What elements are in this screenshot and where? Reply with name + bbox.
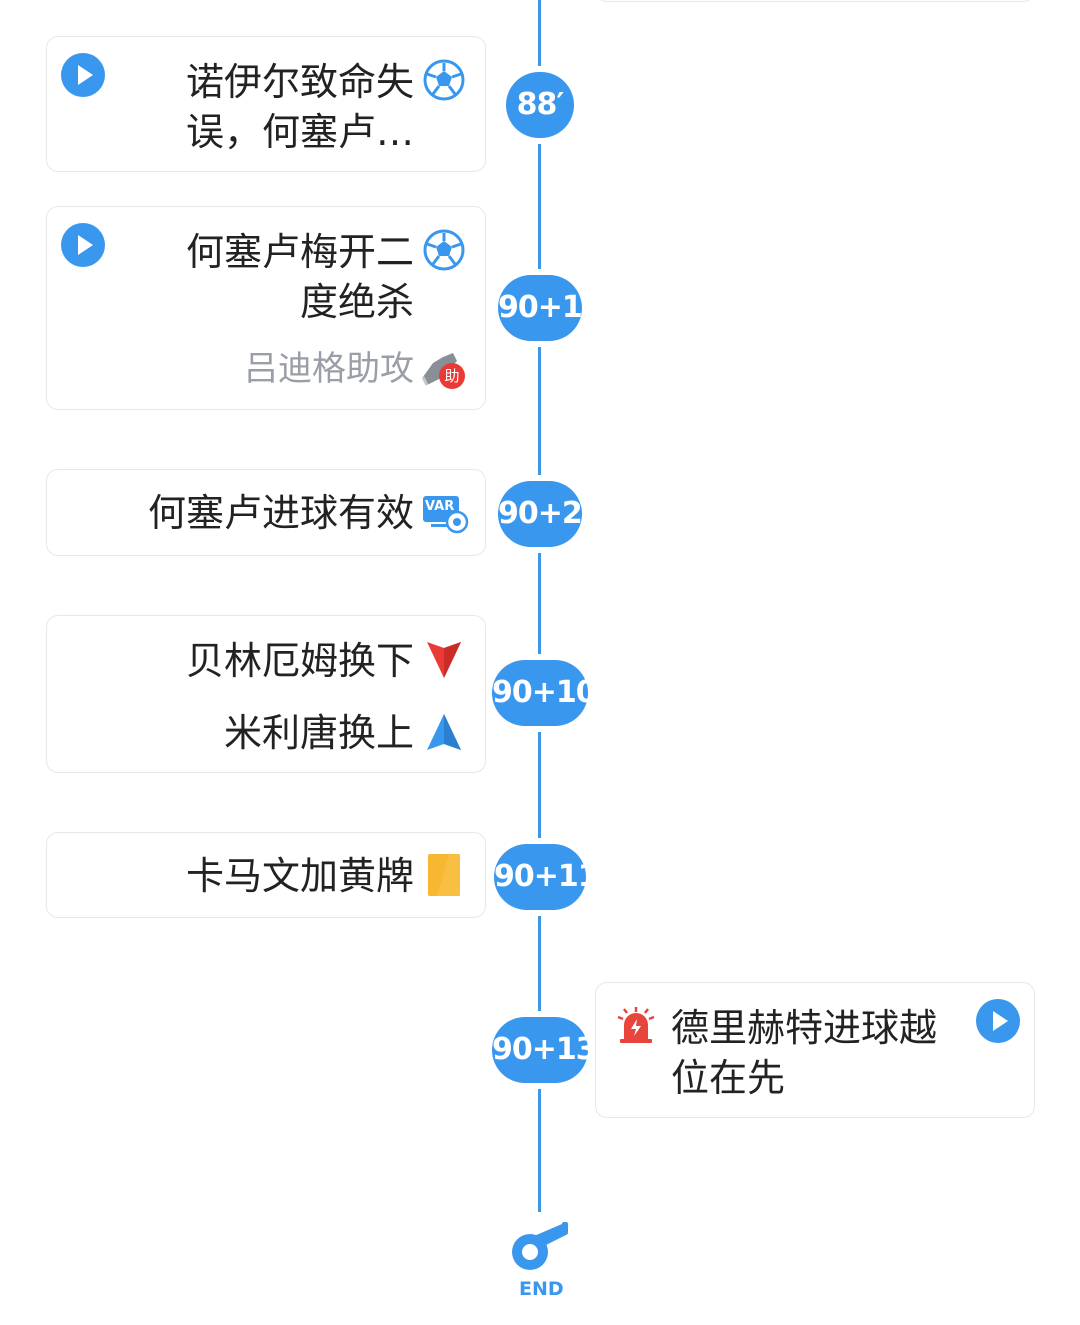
minute-badge: 88′	[506, 72, 574, 138]
var-label: VAR	[425, 499, 455, 514]
event-text: 诺伊尔致命失误，何塞卢…	[185, 60, 414, 154]
boot-icon: 助	[419, 347, 469, 391]
event-card-88[interactable]: 诺伊尔致命失误，何塞卢…	[46, 36, 486, 172]
play-video-button[interactable]	[976, 999, 1020, 1043]
sub-out-text: 贝林厄姆换下	[185, 639, 414, 683]
event-text: 何塞卢梅开二度绝杀	[185, 230, 414, 324]
event-text: 何塞卢进球有效	[147, 491, 414, 535]
event-card-90-1[interactable]: 何塞卢梅开二度绝杀 吕迪格助攻 助	[46, 206, 486, 410]
var-goal-icon: VAR	[421, 494, 469, 534]
event-card-90-11[interactable]: 卡马文加黄牌	[46, 832, 486, 918]
play-video-button[interactable]	[61, 223, 105, 267]
event-card-90-13[interactable]: 德里赫特进球越位在先	[595, 982, 1035, 1118]
timeline-line	[538, 0, 541, 1212]
event-text: 德里赫特进球越位在先	[671, 1006, 938, 1100]
event-text: 卡马文加黄牌	[185, 854, 414, 898]
football-icon	[423, 229, 465, 271]
event-card-90-10[interactable]: 贝林厄姆换下 米利唐换上	[46, 615, 486, 773]
previous-event-card	[595, 0, 1035, 2]
sub-out-arrow-icon	[427, 642, 461, 678]
play-video-button[interactable]	[61, 53, 105, 97]
yellow-card-icon	[428, 854, 460, 896]
sub-in-text: 米利唐换上	[223, 711, 414, 755]
football-icon	[423, 59, 465, 101]
assist-badge: 助	[439, 363, 465, 389]
end-label: END	[519, 1278, 564, 1300]
alarm-icon	[617, 1007, 655, 1043]
minute-badge: 90+11′	[494, 844, 606, 910]
minute-badge: 90+10′	[492, 660, 604, 726]
assist-text: 吕迪格助攻	[244, 349, 414, 389]
minute-badge: 90+1′	[498, 275, 590, 341]
whistle-icon	[512, 1222, 568, 1270]
minute-badge: 90+13′	[492, 1017, 604, 1083]
minute-badge: 90+2′	[498, 481, 590, 547]
sub-in-arrow-icon	[427, 714, 461, 750]
event-card-90-2[interactable]: 何塞卢进球有效 VAR	[46, 469, 486, 556]
